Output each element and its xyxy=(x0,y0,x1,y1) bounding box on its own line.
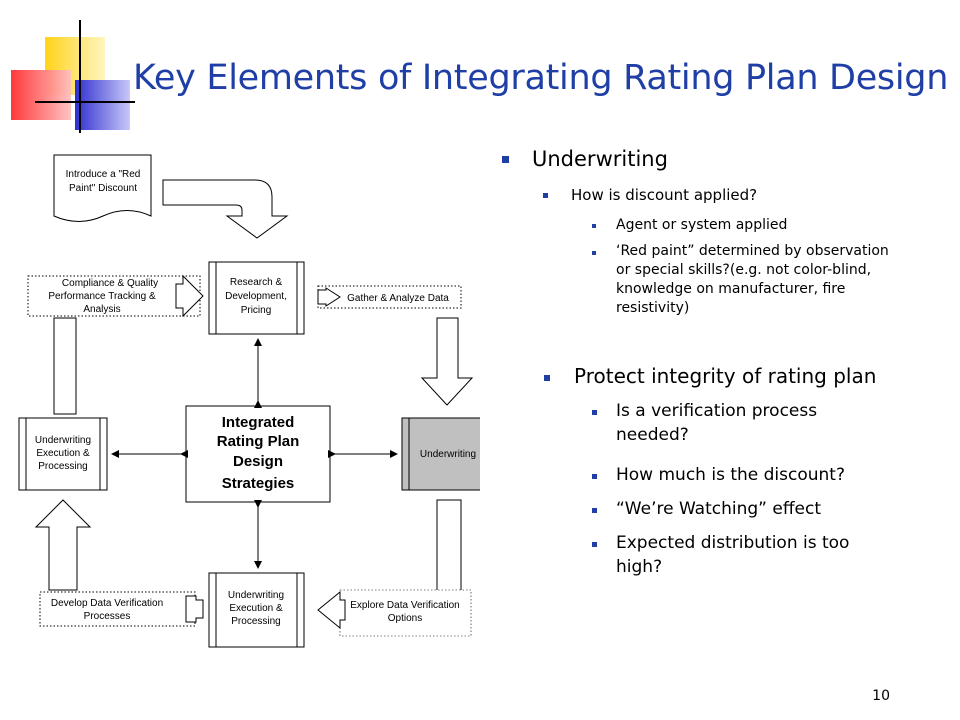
explore-arrow xyxy=(317,590,346,630)
develop-box xyxy=(39,591,196,627)
bullet-red-paint-line-2: or special skills?(e.g. not color-blind, xyxy=(616,262,872,278)
compliance-box xyxy=(27,275,201,317)
red-paint-document-shape xyxy=(53,154,152,222)
explore-line-1: Explore Data Verification xyxy=(350,600,460,611)
bullet-marker xyxy=(502,156,509,163)
right-underwriting-box xyxy=(401,417,480,491)
bullet-distribution-line-1: Expected distribution is too xyxy=(616,533,850,553)
left-lower-up-arrow xyxy=(34,499,92,591)
bottom-box-line-1: Underwriting xyxy=(228,590,284,601)
curved-flow-arrow-top xyxy=(162,179,289,239)
red-paint-document-line-2: Paint" Discount xyxy=(69,183,137,194)
bullet-marker xyxy=(592,542,597,547)
bottom-box-line-2: Execution & xyxy=(229,603,283,614)
bullet-marker xyxy=(592,410,597,415)
left-box-line-3: Processing xyxy=(38,461,87,472)
bottom-execution-box xyxy=(208,572,305,648)
center-line-1: Integrated xyxy=(222,414,295,431)
bullet-protect-integrity: Protect integrity of rating plan xyxy=(574,364,877,388)
research-line-2: Development, xyxy=(225,291,287,302)
bullet-agent-system: Agent or system applied xyxy=(616,217,788,233)
page-number: 10 xyxy=(872,688,890,704)
rating-plan-diagram: Introduce a "Red Paint" Discount Complia… xyxy=(18,154,480,648)
left-execution-box xyxy=(18,417,108,491)
develop-line-2: Processes xyxy=(84,611,131,622)
logo-blue-square xyxy=(75,80,130,130)
gather-arrow xyxy=(317,287,341,307)
bottom-box-line-3: Processing xyxy=(231,616,280,627)
bullet-underwriting: Underwriting xyxy=(532,147,668,171)
bullet-distribution-line-2: high? xyxy=(616,557,663,577)
slide-title: Key Elements of Integrating Rating Plan … xyxy=(133,58,949,98)
bullet-watching-effect: “We’re Watching” effect xyxy=(616,499,822,519)
center-line-4: Strategies xyxy=(222,475,295,492)
left-box-line-2: Execution & xyxy=(36,448,90,459)
bullet-red-paint-line-1: ‘Red paint” determined by observation xyxy=(616,243,889,259)
center-strategies-box xyxy=(185,405,331,503)
develop-arrow xyxy=(185,595,204,623)
bullet-red-paint-line-3: knowledge on manufacturer, fire xyxy=(616,281,846,297)
left-box-line-1: Underwriting xyxy=(35,435,91,446)
compliance-line-3: Analysis xyxy=(83,304,120,315)
bullet-discount-applied: How is discount applied? xyxy=(571,186,758,204)
center-line-3: Design xyxy=(233,453,283,470)
bullet-marker xyxy=(592,224,596,228)
develop-line-1: Develop Data Verification xyxy=(51,598,163,609)
logo-red-square xyxy=(11,70,71,120)
right-down-arrow xyxy=(420,317,474,406)
bullet-red-paint-line-4: resistivity) xyxy=(616,300,690,316)
center-line-2: Rating Plan xyxy=(217,433,300,450)
bullet-marker xyxy=(592,251,596,255)
explore-line-2: Options xyxy=(388,613,422,624)
research-line-3: Pricing xyxy=(241,305,272,316)
research-box xyxy=(208,261,305,335)
gather-label: Gather & Analyze Data xyxy=(347,293,449,304)
bullet-marker xyxy=(592,474,597,479)
bullet-marker xyxy=(592,508,597,513)
right-box-label: Underwriting xyxy=(420,449,476,460)
explore-box xyxy=(339,589,472,637)
bullet-verification-line-1: Is a verification process xyxy=(616,401,818,421)
bullet-marker xyxy=(544,375,550,381)
right-lower-bar xyxy=(436,499,462,594)
research-line-1: Research & xyxy=(230,277,283,288)
bullet-verification-line-2: needed? xyxy=(616,425,689,445)
compliance-line-2: Performance Tracking & xyxy=(48,291,156,302)
red-paint-document-line-1: Introduce a "Red xyxy=(66,169,141,180)
decorative-logo xyxy=(11,20,135,133)
left-up-arrow-shaft xyxy=(53,317,77,415)
compliance-line-1: Compliance & Quality xyxy=(62,278,158,289)
bullet-marker xyxy=(543,193,548,198)
bullet-discount-amount: How much is the discount? xyxy=(616,465,845,485)
compliance-arrow xyxy=(175,274,204,318)
